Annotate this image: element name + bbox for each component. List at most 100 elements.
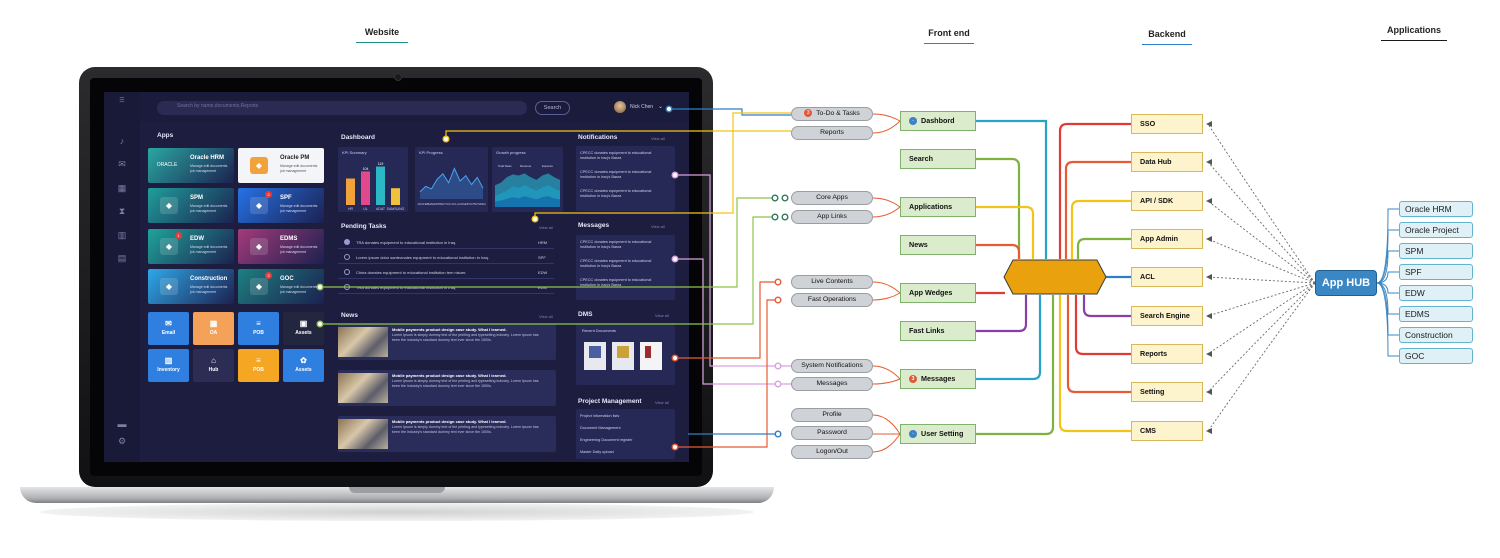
list-item[interactable]: Document Management (580, 426, 621, 430)
app-square[interactable]: ▦OA (193, 312, 234, 345)
pill-system-notifications[interactable]: System Notifications (791, 359, 873, 373)
list-item[interactable]: CPECC donates equipment to educational i… (580, 259, 652, 268)
app-square[interactable]: ✿Assets (283, 349, 324, 382)
app-square[interactable]: ▣Assets (283, 312, 324, 345)
table-row[interactable]: China donates equipment to educational i… (338, 266, 554, 279)
news-image[interactable] (338, 327, 388, 357)
pending-view-all[interactable]: View all (539, 225, 553, 230)
hourglass-icon[interactable]: ⧗ (118, 206, 126, 216)
pill-password[interactable]: Password (791, 426, 873, 440)
checkbox[interactable] (344, 239, 350, 245)
application-node[interactable]: GOC (1399, 348, 1473, 364)
list-item[interactable]: CPECC donates equipment to educational i… (580, 240, 652, 249)
user-name[interactable]: Nick Chen (630, 104, 654, 110)
settings-icon[interactable]: ⚙ (117, 436, 127, 446)
chevron-down-icon[interactable]: ⌄ (658, 104, 664, 110)
pill-core-apps[interactable]: Core Apps (791, 191, 873, 205)
menu-icon[interactable]: ☰ (119, 98, 125, 104)
news-card[interactable]: Mobile payments product design case stud… (338, 324, 556, 360)
document-thumb[interactable] (584, 342, 606, 370)
list-item[interactable]: Master Daily upload (580, 450, 614, 454)
chart-icon[interactable]: ▥ (117, 230, 127, 240)
backend-node[interactable]: SSO (1131, 114, 1203, 134)
app-square[interactable]: ▥Inventory (148, 349, 189, 382)
table-row[interactable]: TRA donates equipment to educational ins… (338, 281, 554, 294)
news-image[interactable] (338, 419, 388, 449)
backend-node[interactable]: App Admin (1131, 229, 1203, 249)
application-node[interactable]: EDMS (1399, 306, 1473, 322)
list-item[interactable]: Project information lists (580, 414, 620, 418)
dms-view-all[interactable]: View all (655, 313, 669, 318)
backend-node[interactable]: API / SDK (1131, 191, 1203, 211)
pm-view-all[interactable]: View all (655, 400, 669, 405)
news-image[interactable] (338, 373, 388, 403)
avatar[interactable] (614, 101, 626, 113)
pill-reports[interactable]: Reports (791, 126, 873, 140)
pill-live-contents[interactable]: Live Contents (791, 275, 873, 289)
bell-icon[interactable]: ♪ (119, 136, 125, 146)
app-square[interactable]: ≡POB (238, 349, 279, 382)
table-row[interactable]: Lorem ipsum dolor santeonales equipment … (338, 251, 554, 264)
list-item[interactable]: CPECC donates equipment to educational i… (580, 151, 652, 160)
application-node[interactable]: Construction (1399, 327, 1473, 343)
application-node[interactable]: Oracle HRM (1399, 201, 1473, 217)
news-card[interactable]: Mobile payments product design case stud… (338, 370, 556, 406)
application-node[interactable]: Oracle Project (1399, 222, 1473, 238)
fe-user-setting[interactable]: ◦User Setting (900, 424, 976, 444)
calendar-icon[interactable]: ▦ (117, 183, 127, 193)
news-view-all[interactable]: View all (539, 314, 553, 319)
list-item[interactable]: CPECC donates equipment to educational i… (580, 170, 652, 179)
list-item[interactable]: CPECC donates equipment to educational i… (580, 278, 652, 287)
application-node[interactable]: SPF (1399, 264, 1473, 280)
checkbox[interactable] (344, 269, 350, 275)
backend-node[interactable]: ACL (1131, 267, 1203, 287)
search-button[interactable]: Search (535, 101, 570, 115)
fe-applications[interactable]: Applications (900, 197, 976, 217)
list-item[interactable]: Engineering Document register (580, 438, 633, 442)
pill-profile[interactable]: Profile (791, 408, 873, 422)
document-icon[interactable]: ▤ (117, 253, 127, 263)
news-card[interactable]: Mobile payments product design case stud… (338, 416, 556, 452)
pill-app-links[interactable]: App Links (791, 210, 873, 224)
backend-node[interactable]: Setting (1131, 382, 1203, 402)
backend-node[interactable]: CMS (1131, 421, 1203, 441)
search-input[interactable]: Search by name,documents,Reports (157, 101, 527, 115)
application-node[interactable]: SPM (1399, 243, 1473, 259)
fe-app-wedges[interactable]: App Wedges (900, 283, 976, 303)
fe-fast-links[interactable]: Fast Links (900, 321, 976, 341)
document-thumb[interactable] (612, 342, 634, 370)
messages-view-all[interactable]: View all (651, 224, 665, 229)
table-row[interactable]: TRA donates equipment to educational ins… (338, 236, 554, 249)
backend-node[interactable]: Search Engine (1131, 306, 1203, 326)
mail-icon[interactable]: ✉ (118, 159, 126, 169)
pill-logout[interactable]: Logon/Out (791, 445, 873, 459)
fe-search[interactable]: Search (900, 149, 976, 169)
pill-fast-operations[interactable]: Fast Operations (791, 293, 873, 307)
app-square[interactable]: ✉Email (148, 312, 189, 345)
app-square[interactable]: ⌂Hub (193, 349, 234, 382)
checkbox[interactable] (344, 284, 350, 290)
app-square[interactable]: ≡POB (238, 312, 279, 345)
backend-node[interactable]: Reports (1131, 344, 1203, 364)
fe-news[interactable]: News (900, 235, 976, 255)
backend-node[interactable]: Data Hub (1131, 152, 1203, 172)
checkbox[interactable] (344, 254, 350, 260)
folder-icon[interactable]: ▬ (117, 419, 127, 429)
document-thumb[interactable] (640, 342, 662, 370)
pill-messages[interactable]: Messages (791, 377, 873, 391)
fe-dashboard[interactable]: ◦Dashbord (900, 111, 976, 131)
list-item[interactable]: CPECC donates equipment to educational i… (580, 189, 652, 198)
notifications-view-all[interactable]: View all (651, 136, 665, 141)
app-hub[interactable]: App HUB (1315, 270, 1377, 296)
application-node[interactable]: EDW (1399, 285, 1473, 301)
